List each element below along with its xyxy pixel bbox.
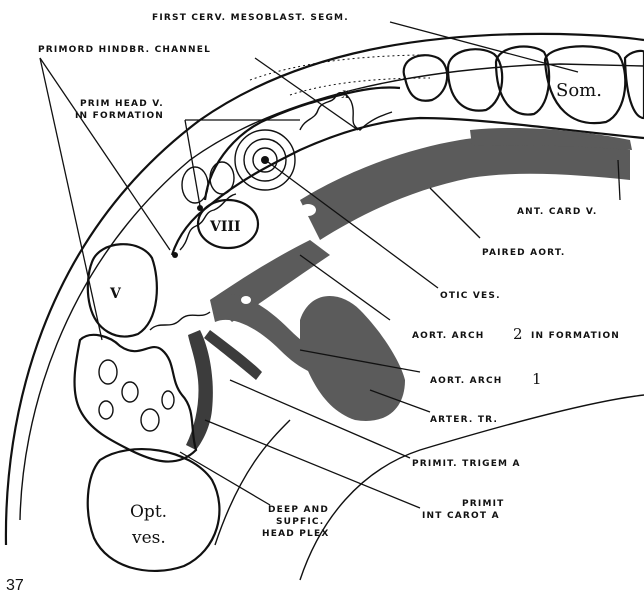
arterial-trunk bbox=[300, 296, 405, 421]
label-primit-carot-2: INT CAROT A bbox=[422, 511, 500, 521]
label-aort-arch-2-b: IN FORMATION bbox=[531, 331, 620, 341]
label-first-cerv: FIRST CERV. MESOBLAST. SEGM. bbox=[152, 13, 349, 23]
label-deep-plex-3: HEAD PLEX bbox=[262, 529, 329, 539]
label-aort-arch-2-a: AORT. ARCH bbox=[412, 331, 485, 341]
label-prim-head-v-1: PRIM HEAD V. bbox=[80, 99, 164, 109]
x-marker: X bbox=[341, 90, 350, 101]
int-carotid bbox=[186, 330, 213, 450]
primitive-trigem-a bbox=[204, 330, 262, 380]
vessel-lumen-2 bbox=[241, 296, 251, 304]
label-paired-aort: PAIRED AORT. bbox=[482, 248, 566, 258]
leader-lines bbox=[40, 22, 620, 508]
head-v-cell-1 bbox=[182, 167, 208, 203]
label-aort-arch-2-num: 2 bbox=[513, 325, 523, 343]
label-arter-tr: ARTER. TR. bbox=[430, 415, 498, 425]
label-primit-trigem: PRIMIT. TRIGEM A bbox=[412, 459, 521, 469]
som-label: Som. bbox=[556, 80, 602, 101]
optic-vesicle: Opt. ves. bbox=[88, 449, 220, 571]
v-label: V bbox=[109, 286, 122, 302]
label-primord-hindbr: PRIMORD HINDBR. CHANNEL bbox=[38, 45, 211, 55]
somite-5 bbox=[625, 51, 644, 118]
opt-label-1: Opt. bbox=[130, 502, 167, 522]
figure-number: 37 bbox=[6, 577, 24, 594]
plexus-hole-4 bbox=[99, 401, 113, 419]
vessel-lumen-1 bbox=[300, 204, 316, 216]
plexus-outline bbox=[75, 335, 196, 462]
plexus-hole-2 bbox=[122, 382, 138, 402]
label-aort-arch-1-num: 1 bbox=[532, 370, 542, 388]
otic-center bbox=[261, 156, 269, 164]
leader-paired-aort bbox=[430, 188, 480, 238]
leader-primord-2 bbox=[40, 58, 170, 250]
label-prim-head-v-2: IN FORMATION bbox=[75, 111, 164, 121]
label-deep-plex-2: SUPFIC. bbox=[276, 517, 324, 527]
viii-ganglion: VIII bbox=[198, 200, 258, 248]
viii-label: VIII bbox=[209, 219, 241, 235]
label-aort-arch-1-a: AORT. ARCH bbox=[430, 376, 503, 386]
plexus-strand bbox=[150, 312, 210, 330]
label-ant-card: ANT. CARD V. bbox=[517, 207, 598, 217]
plexus-hole-5 bbox=[162, 391, 174, 409]
label-deep-plex-1: DEEP AND bbox=[268, 505, 329, 515]
plexus-hole-1 bbox=[99, 360, 117, 384]
dotted-boundary-2 bbox=[290, 78, 430, 95]
paired-aorta bbox=[300, 136, 630, 240]
label-primit-carot-1: PRIMIT bbox=[462, 499, 505, 509]
label-otic-ves: OTIC VES. bbox=[440, 291, 501, 301]
head-v-cell-2 bbox=[210, 162, 234, 194]
leader-first-cerv bbox=[390, 22, 578, 72]
somite-2 bbox=[448, 49, 502, 110]
plexus-hole-3 bbox=[141, 409, 159, 431]
otic-vesicle bbox=[235, 130, 295, 190]
head-v-dot-2 bbox=[172, 252, 178, 258]
opt-label-2: ves. bbox=[131, 528, 166, 548]
